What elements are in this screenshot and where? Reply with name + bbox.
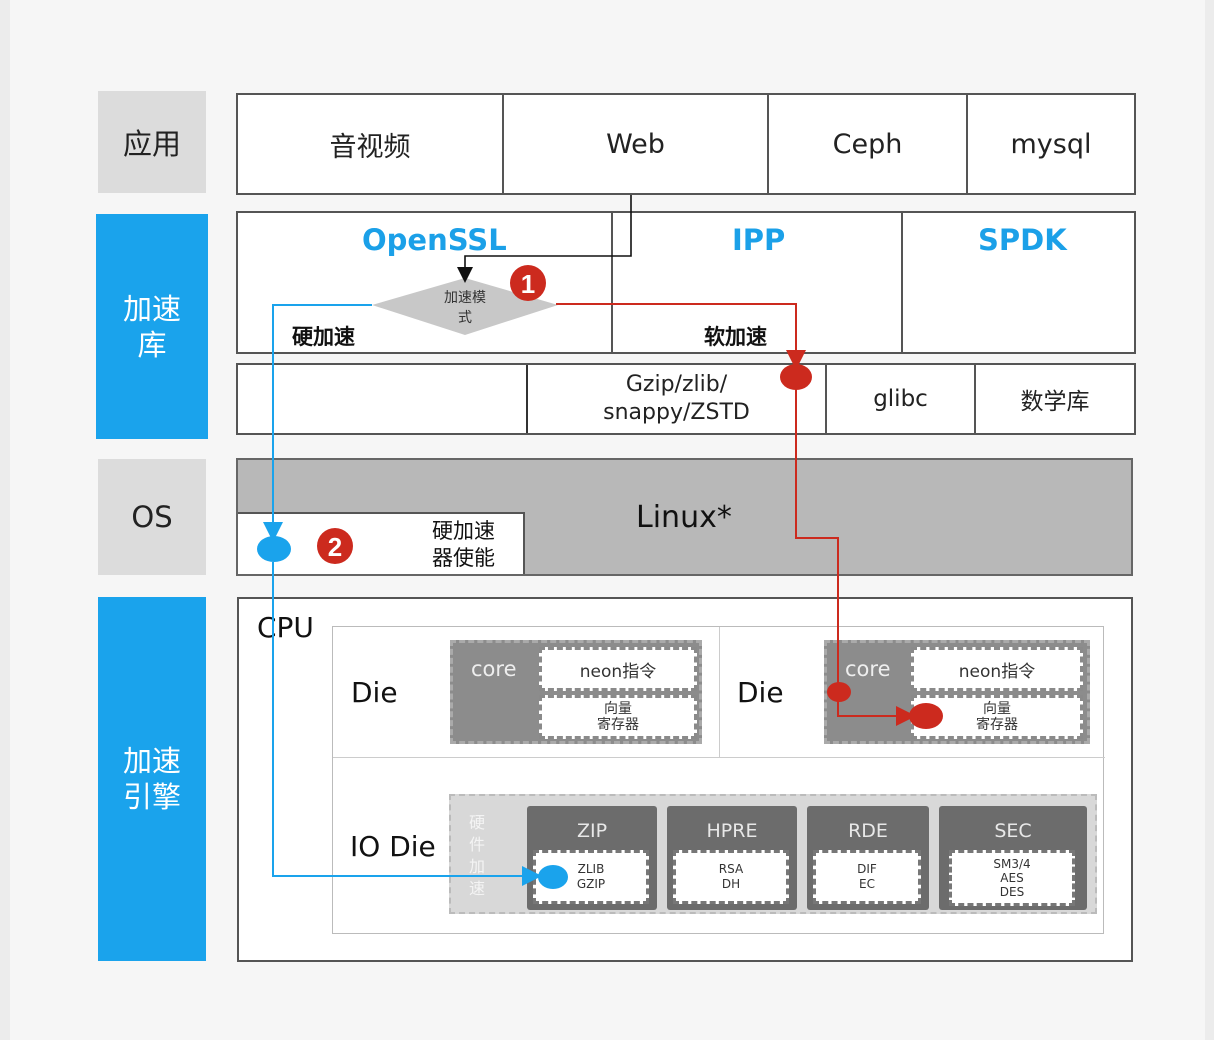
die-label-1: Die	[351, 676, 398, 709]
lib-openssl: OpenSSL	[362, 223, 507, 257]
lib-divider	[611, 213, 613, 352]
hard-accel-label: 硬加速	[292, 325, 355, 349]
zip-dot	[538, 865, 568, 889]
vector-dot	[909, 703, 943, 729]
engine-rde-detail: DIF EC	[813, 850, 921, 904]
lib-row-bottom: Gzip/zlib/ snappy/ZSTD glibc 数学库	[236, 363, 1136, 435]
die2-neon: neon指令	[911, 647, 1083, 691]
layer-label-lib: 加速 库	[96, 214, 208, 439]
engine-sec-detail: SM3/4 AES DES	[949, 850, 1075, 906]
soft-accel-path	[795, 378, 916, 726]
lib-cell-compress: Gzip/zlib/ snappy/ZSTD	[528, 365, 827, 433]
hard-accel-path	[272, 562, 542, 886]
die-label-2: Die	[737, 676, 784, 709]
lib-divider	[901, 213, 903, 352]
cpu-title: CPU	[257, 611, 314, 644]
engine-hpre-name: HPRE	[706, 820, 758, 842]
die1-core-block: core neon指令 向量 寄存器	[450, 640, 702, 744]
engine-hpre-detail: RSA DH	[673, 850, 789, 904]
hard-accel-arrow	[263, 304, 372, 542]
lib-cell-empty	[238, 365, 528, 433]
lib-ipp: IPP	[732, 223, 786, 257]
web-flow-arrow	[457, 195, 632, 283]
die1-vector-register: 向量 寄存器	[539, 695, 697, 739]
app-cell-ceph: Ceph	[769, 95, 968, 193]
soft-accel-label: 软加速	[704, 325, 767, 349]
lib-cell-math: 数学库	[1020, 389, 1090, 415]
hw-enable-dot	[257, 536, 291, 562]
die-divider	[719, 627, 720, 757]
engine-rde: RDE DIF EC	[807, 806, 929, 910]
marker-one-text: 1	[521, 269, 535, 299]
die1-neon: neon指令	[539, 647, 697, 691]
engine-sec-name: SEC	[994, 820, 1032, 842]
app-cell-web: Web	[504, 95, 769, 193]
app-cell-media: 音视频	[238, 95, 504, 193]
hw-accel-label: 硬 件 加 速	[469, 813, 486, 898]
marker-one-circle	[510, 265, 546, 301]
engine-zip: ZIP ZLIB GZIP	[527, 806, 657, 910]
engine-rde-name: RDE	[848, 820, 888, 842]
marker-two-text: 2	[328, 532, 342, 562]
os-linux: Linux*	[636, 500, 732, 535]
app-cell-mysql: mysql	[1010, 128, 1092, 160]
soft-accel-arrow	[556, 303, 806, 370]
engine-sec: SEC SM3/4 AES DES	[939, 806, 1087, 910]
lib-cell-glibc: glibc	[827, 365, 976, 433]
decision-diamond	[372, 278, 558, 335]
core-dot	[827, 682, 851, 702]
io-die-block: 硬 件 加 速 ZIP ZLIB GZIP HPRE RSA DH RDE DI…	[449, 794, 1097, 914]
layer-label-app: 应用	[98, 91, 206, 193]
lib-row-top: OpenSSL IPP SPDK 硬加速 软加速	[236, 211, 1136, 354]
marker-two-circle	[317, 528, 353, 564]
engine-zip-name: ZIP	[576, 820, 608, 842]
hw-enable-label: 硬加速 器使能	[432, 519, 495, 570]
die2-core-label: core	[845, 657, 891, 681]
decision-label: 加速模 式	[444, 290, 486, 326]
io-die-label: IO Die	[350, 830, 436, 863]
io-divider	[333, 757, 1105, 758]
layer-label-os: OS	[98, 459, 206, 575]
layer-label-engine: 加速 引擎	[98, 597, 206, 961]
engine-hpre: HPRE RSA DH	[667, 806, 797, 910]
lib-spdk: SPDK	[978, 223, 1067, 257]
soft-accel-dot	[780, 364, 812, 390]
die1-core-label: core	[471, 657, 517, 681]
app-row: 音视频 Web Ceph mysql	[236, 93, 1136, 195]
